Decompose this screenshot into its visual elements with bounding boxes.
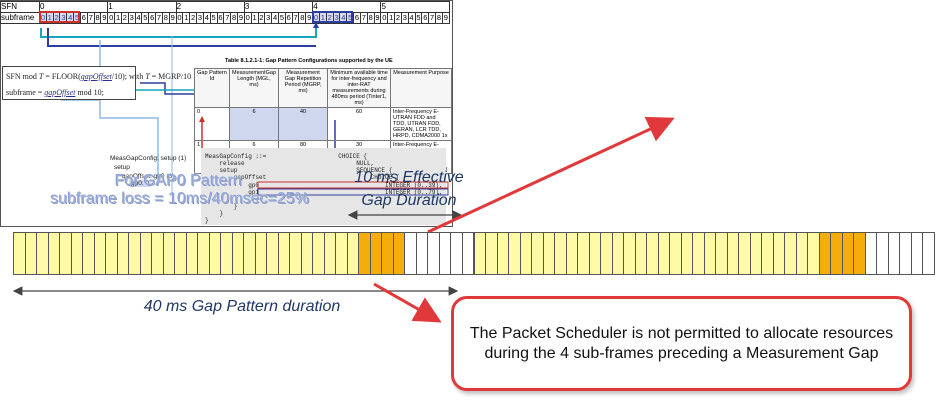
meas-gap-config-line: gapOffset: gp0 (0) <box>122 173 175 180</box>
gap-subframes-box <box>312 11 354 23</box>
table-header: Measurement Gap Repetition Period (MGRP,… <box>278 68 329 108</box>
table-cell: 60 <box>327 107 392 141</box>
asn-line: } <box>205 217 209 224</box>
asn-line: ... <box>205 196 260 203</box>
formula-text: subframe = <box>6 88 45 97</box>
subframe-cell: 2 <box>120 12 129 24</box>
formula-text: SFN mod <box>6 72 39 81</box>
subframe-timeline <box>13 232 935 276</box>
formula-text: = MGRP/10 <box>149 72 192 81</box>
table-header: Minimum available time for inter-frequen… <box>327 68 392 108</box>
formula-var-t: T <box>145 72 150 81</box>
asn-line: MeasGapConfig ::= CHOICE { <box>205 153 368 160</box>
table-header-row: Gap Pattern Id MeasurementGap Length (MG… <box>194 68 453 108</box>
formula-text: mod 10; <box>75 88 104 97</box>
table-header: Gap Pattern Id <box>194 68 230 108</box>
meas-gap-config-line: gp0: 0 <box>129 180 152 187</box>
gap0-label-line: For GAP0 Pattern <box>114 172 242 189</box>
asn-line: setup SEQUENCE { <box>205 167 393 174</box>
table-cell: Inter-Frequency E-UTRAN FDD and TDD, UTR… <box>390 107 453 141</box>
table-title: Table 8.1.2.1-1: Gap Pattern Configurati… <box>225 58 393 64</box>
subframe-cell: 6 <box>79 12 88 24</box>
asn-line: gp0 INTEGER (0..39), <box>205 182 443 189</box>
asn-highlights <box>257 181 449 196</box>
meas-gap-config-line: setup <box>114 164 130 171</box>
subframe-cell: 7 <box>86 12 95 24</box>
effective-gap-line: Gap Duration <box>361 192 457 209</box>
formula-line-1: SFN mod T = FLOOR(gapOffset/10); with T … <box>6 69 191 85</box>
formula-gapoffset: gapOffset <box>44 88 76 97</box>
gap-subframe <box>922 232 935 275</box>
formula-line-2: subframe = gapOffset mod 10; <box>6 85 132 101</box>
asn-line: gp1 INTEGER (0..79), <box>205 189 443 196</box>
formula-gapoffset: gapOffset <box>80 72 112 81</box>
gap0-label: For GAP0 Pattern subframe loss = 10ms/40… <box>50 172 309 208</box>
asn-line: } <box>205 210 224 217</box>
effective-gap-label: 10 ms Effective Gap Duration <box>348 166 470 212</box>
formula-text: = FLOOR( <box>43 72 81 81</box>
table-row: 0 6 40 60 Inter-Frequency E-UTRAN FDD an… <box>194 107 453 141</box>
subframe-cell: 9 <box>100 12 109 24</box>
scheduler-callout: The Packet Scheduler is not permitted to… <box>451 296 912 391</box>
asn-line: } <box>205 203 238 210</box>
subframe-cell: 9 <box>441 12 450 24</box>
subframe-cell: 5 <box>73 12 81 24</box>
callout-text: The Packet Scheduler is not permitted to… <box>469 324 894 362</box>
table-cell: 40 <box>278 107 329 141</box>
gap-to-table-arrow <box>427 116 675 234</box>
scheduler-callout-arrow <box>373 282 442 323</box>
pattern-duration-label: 40 ms Gap Pattern duration <box>143 298 341 315</box>
subframe-cell: 3 <box>59 12 68 24</box>
asn-line: release NULL, <box>205 160 375 167</box>
subframe-label: subframe <box>0 12 40 24</box>
subframe-cell: 4 <box>66 12 75 24</box>
gap-subframes-box <box>39 11 80 23</box>
subframe-cell: 8 <box>93 12 102 24</box>
subframe-cell: 1 <box>114 12 122 24</box>
effective-gap-line: 10 ms Effective <box>354 169 464 186</box>
gap-formula: SFN mod T = FLOOR(gapOffset/10); with T … <box>2 66 191 101</box>
meas-gap-config-line: MeasGapConfig: setup (1) <box>110 155 187 162</box>
asn-line: gapOffset CHOICE { <box>205 174 400 181</box>
formula-text: /10); with <box>111 72 146 81</box>
formula-var-t: T <box>38 72 44 81</box>
table-header: MeasurementGap Length (MGL, ms) <box>228 68 280 108</box>
table-cell: 6 <box>228 107 280 141</box>
subframe-cell: 0 <box>107 12 116 24</box>
gap0-label-line: subframe loss = 10ms/40msec=25% <box>50 190 309 207</box>
